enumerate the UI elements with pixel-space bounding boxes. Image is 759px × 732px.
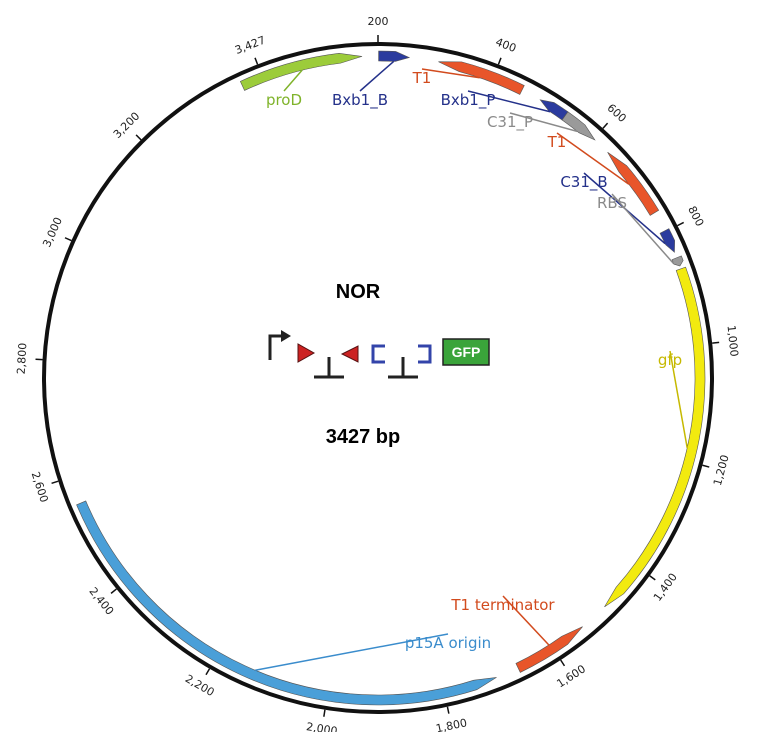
tick-marks: 200 400 600 800 1,000 1,200 1,400 1,600 1,800 2,0… [15,15,741,732]
feature-label-c31-p: C31_P [487,113,533,132]
feature-label-t1-b: T1 [547,133,567,151]
backbone-circle [42,42,714,714]
terminator-icon-2 [388,357,418,379]
feature-label-prod: proD [266,91,302,109]
feature-arrow-c31-b [659,228,675,253]
feature-label-t1-term: T1 terminator [450,596,555,614]
label-leader [467,90,551,113]
tick-label: 2,200 [183,672,217,699]
feature-arrow-bxb1-b [378,50,411,62]
tick-label: 600 [604,101,628,125]
att-site-reverse-icon [340,345,359,363]
feature-arrows [76,50,706,706]
gfp-box-label: GFP [452,344,481,360]
label-leader [611,193,675,265]
feature-arrow-t1-term [515,626,583,673]
feature-arrow-gfp [604,266,706,608]
tick-label: 3,000 [40,215,65,249]
tick-label: 1,600 [555,662,589,690]
feature-arrow-p15a [76,500,497,706]
promoter-arrow-icon [268,334,284,360]
tick-mark [446,706,450,714]
feature-label-bxb1-b: Bxb1_B [332,91,388,110]
bracket-left-icon [371,344,385,364]
tick-mark [560,659,566,667]
circuit-schematic: GFP [268,330,490,379]
tick-label: 1,800 [435,716,469,732]
feature-arrow-rbs [671,255,684,267]
label-leader [556,132,630,185]
feature-label-bxb1-p: Bxb1_P [441,91,496,110]
feature-label-rbs: RBS [597,194,627,212]
tick-label: 2,800 [15,342,30,374]
label-leader [283,69,303,92]
feature-label-gfp: gfp [658,351,682,369]
feature-label-c31-b: C31_B [560,173,607,192]
label-leader [359,60,395,92]
feature-arrow-t1-b [607,152,660,216]
tick-label: 2,000 [305,720,338,732]
tick-mark [497,57,502,65]
tick-mark [110,588,117,594]
tick-mark [677,221,685,227]
tick-label: 400 [494,35,518,55]
att-site-forward-icon [297,343,316,363]
tick-mark [602,122,609,129]
feature-arrow-c31-p [561,111,596,141]
tick-label: 2,400 [86,585,116,618]
tick-mark [712,341,720,344]
tick-label: 1,200 [711,453,732,487]
terminator-icon [314,357,344,379]
plasmid-size: 3427 bp [326,426,400,448]
tick-label: 1,400 [651,571,680,604]
label-leader [502,595,550,646]
feature-arrow-prod [239,53,363,91]
plasmid-name: NOR [336,281,381,303]
tick-mark [51,480,59,485]
label-leader [509,112,578,133]
tick-label: 1,000 [724,325,740,358]
tick-mark [323,709,326,717]
feature-label-t1-a: T1 [412,69,432,87]
tick-mark [649,575,656,581]
tick-mark [702,464,710,468]
feature-arrow-t1-a [438,61,525,95]
feature-label-p15a: p15A origin [405,634,491,652]
promoter-arrowhead-icon [281,330,291,342]
bracket-right-icon [418,344,432,364]
tick-mark [135,134,142,141]
tick-label: 3,427 [233,33,267,56]
label-leader [669,350,688,449]
tick-label: 200 [368,15,389,28]
tick-label: 800 [685,204,706,229]
tick-label: 2,600 [29,470,51,504]
label-leader [255,633,449,671]
tick-mark [205,668,211,676]
gfp-box [442,338,490,366]
label-leader [421,68,480,79]
tick-mark [64,237,72,242]
tick-mark [254,57,259,65]
